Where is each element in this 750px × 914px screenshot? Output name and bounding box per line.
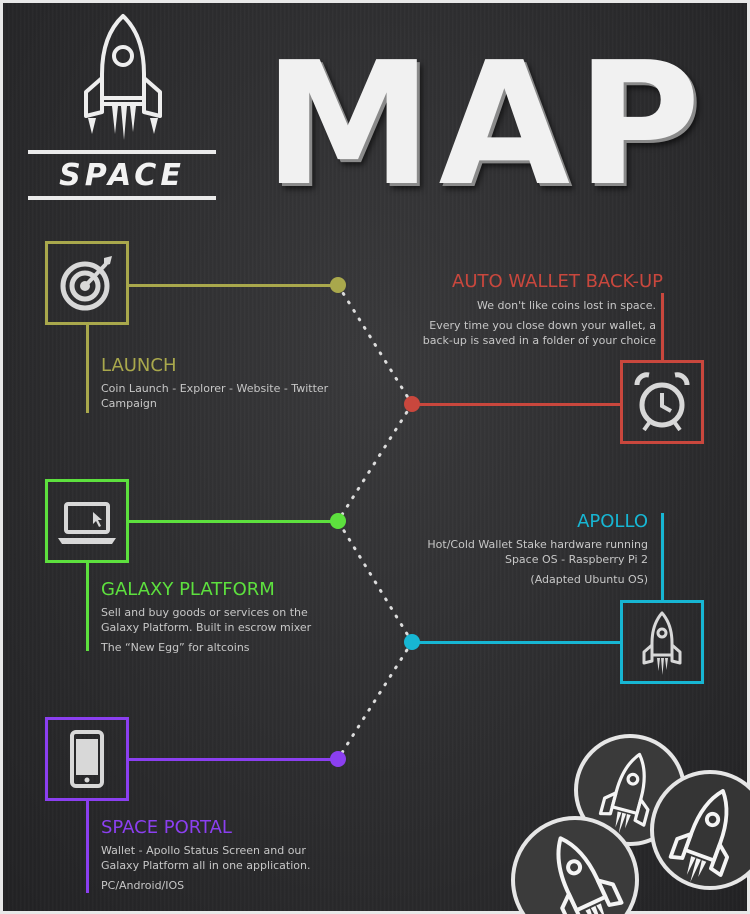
galaxy-title: GALAXY PLATFORM <box>101 579 275 600</box>
portal-title: SPACE PORTAL <box>101 817 232 838</box>
galaxy-connector <box>129 520 332 523</box>
wallet-connector <box>418 403 620 406</box>
launch-title: LAUNCH <box>101 355 177 376</box>
apollo-connector <box>418 641 620 644</box>
coin-left <box>511 816 639 914</box>
galaxy-desc-2: Galaxy Platform. Built in escrow mixer <box>101 621 312 634</box>
wallet-node <box>404 396 420 412</box>
launch-connector <box>129 284 332 287</box>
launch-stem <box>86 325 89 413</box>
coin-right <box>650 770 750 893</box>
wallet-stem <box>661 293 664 360</box>
apollo-title: APOLLO <box>577 511 648 532</box>
wallet-icon-box <box>620 360 704 444</box>
wallet-desc-1: We don't like coins lost in space. <box>476 299 656 312</box>
logo-bar-bottom <box>28 196 216 200</box>
galaxy-node <box>330 513 346 529</box>
wallet-desc-3: back-up is saved in a folder of your cho… <box>422 334 656 347</box>
apollo-node <box>404 634 420 650</box>
rocket-icon <box>642 611 682 675</box>
apollo-icon-box <box>620 600 704 684</box>
smartphone-icon <box>70 730 104 788</box>
alarm-clock-icon <box>634 372 690 432</box>
launch-icon-box <box>45 241 129 325</box>
apollo-desc-1: Hot/Cold Wallet Stake hardware running <box>427 538 648 551</box>
launch-desc-1: Coin Launch - Explorer - Website - Twitt… <box>101 382 329 395</box>
apollo-desc-2: Space OS - Raspberry Pi 2 <box>504 553 648 566</box>
portal-connector <box>129 758 332 761</box>
apollo-desc-3: (Adapted Ubuntu OS) <box>530 573 648 586</box>
portal-icon-box <box>45 717 129 801</box>
portal-desc-3: PC/Android/IOS <box>101 879 185 892</box>
space-coins-decoration <box>511 734 750 914</box>
launch-desc-2: Campaign <box>101 397 157 410</box>
wallet-title: AUTO WALLET BACK-UP <box>452 271 663 292</box>
portal-desc-2: Galaxy Platform all in one application. <box>101 859 311 872</box>
target-icon <box>60 256 112 311</box>
logo-rocket-icon <box>84 14 162 140</box>
portal-stem <box>86 801 89 893</box>
galaxy-desc-1: Sell and buy goods or services on the <box>101 606 308 619</box>
portal-node <box>330 751 346 767</box>
apollo-stem <box>661 513 664 600</box>
galaxy-stem <box>86 563 89 651</box>
laptop-icon <box>58 502 116 544</box>
galaxy-desc-3: The “New Egg” for altcoins <box>101 641 250 654</box>
launch-node <box>330 277 346 293</box>
logo-word: SPACE <box>59 158 185 193</box>
galaxy-icon-box <box>45 479 129 563</box>
page-title: MAP <box>263 26 707 224</box>
logo-bar-top <box>28 150 216 154</box>
portal-desc-1: Wallet - Apollo Status Screen and our <box>101 844 306 857</box>
wallet-desc-2: Every time you close down your wallet, a <box>429 319 656 332</box>
